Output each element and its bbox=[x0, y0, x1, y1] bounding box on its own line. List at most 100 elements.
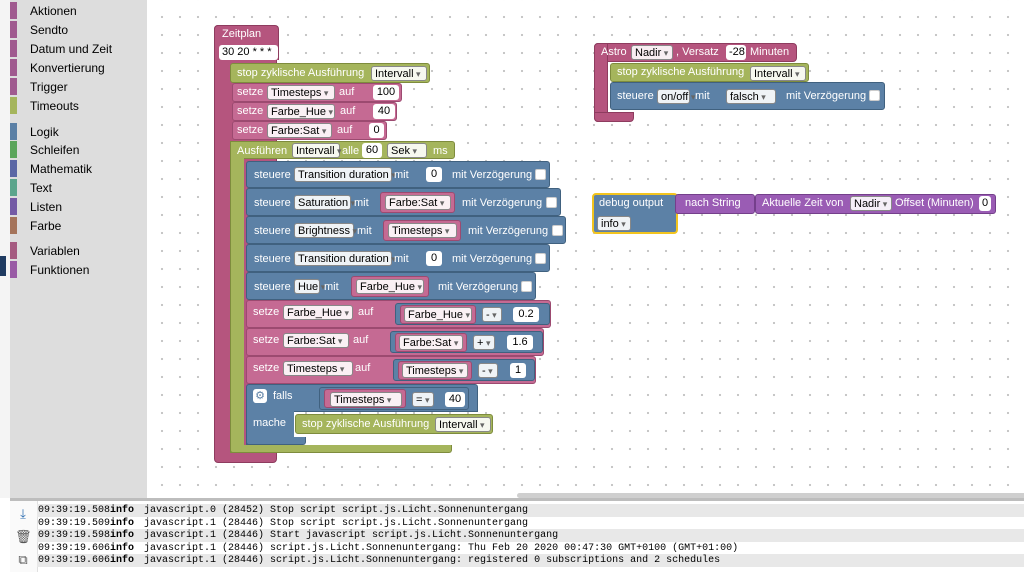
number-field[interactable]: 1 bbox=[510, 363, 526, 378]
number-field[interactable]: 40 bbox=[373, 104, 395, 119]
toolbox-category[interactable]: Aktionen bbox=[10, 2, 147, 20]
compare-dropdown[interactable]: = ▾ bbox=[412, 392, 434, 407]
to-keyword: auf bbox=[353, 334, 369, 346]
offset-field[interactable]: -28 bbox=[726, 45, 746, 60]
toolbox-category[interactable]: Variablen bbox=[10, 242, 147, 260]
number-field[interactable]: 0.2 bbox=[513, 307, 539, 322]
with-keyword: mit bbox=[354, 197, 369, 209]
delay-checkbox[interactable] bbox=[535, 253, 546, 264]
interval-name-dropdown[interactable]: Intervall ▾ bbox=[292, 143, 342, 158]
control-target[interactable]: Brightness ▾ bbox=[294, 223, 357, 238]
var-dropdown[interactable]: Timesteps ▾ bbox=[388, 223, 457, 238]
delay-checkbox[interactable] bbox=[552, 225, 563, 236]
var-dropdown[interactable]: Timesteps ▾ bbox=[402, 363, 468, 378]
category-label: Schleifen bbox=[30, 143, 80, 157]
schedule-title: Zeitplan bbox=[222, 28, 262, 40]
interval-value[interactable]: 60 bbox=[362, 143, 382, 158]
category-label: Text bbox=[30, 181, 53, 195]
number-field[interactable]: 1.6 bbox=[507, 335, 533, 350]
set-keyword: setze bbox=[253, 306, 280, 318]
log-level-dropdown[interactable]: info ▾ bbox=[597, 216, 631, 231]
var-dropdown[interactable]: Farbe:Sat ▾ bbox=[399, 335, 463, 350]
operator-dropdown[interactable]: - ▾ bbox=[478, 363, 498, 378]
toolbox-category[interactable]: Listen bbox=[10, 198, 147, 216]
category-color-swatch bbox=[10, 78, 17, 95]
toolbox-category[interactable]: Farbe bbox=[10, 217, 147, 235]
control-target[interactable]: Transition duration ▾ bbox=[294, 251, 396, 266]
dropdown-arrow-icon: ▾ bbox=[451, 338, 459, 348]
toolbox-category[interactable]: Mathematik bbox=[10, 160, 147, 178]
toolbox-category[interactable]: Schleifen bbox=[10, 141, 147, 159]
offset-field[interactable]: 0 bbox=[979, 196, 991, 211]
var-dropdown[interactable]: Farbe:Sat ▾ bbox=[283, 333, 349, 348]
time-label: Aktuelle Zeit von bbox=[762, 197, 844, 209]
category-label: Timeouts bbox=[30, 99, 79, 113]
log-severity: info bbox=[110, 542, 135, 554]
dropdown-arrow-icon: ▾ bbox=[318, 282, 326, 292]
astro-label: Astro bbox=[601, 46, 627, 58]
stop-interval-dropdown[interactable]: Intervall ▾ bbox=[435, 417, 491, 432]
toolbox-category[interactable]: Trigger bbox=[10, 78, 147, 96]
control-keyword: steuere bbox=[617, 90, 654, 102]
var-dropdown[interactable]: Farbe:Sat ▾ bbox=[267, 123, 332, 138]
delay-checkbox[interactable] bbox=[521, 281, 532, 292]
operator-dropdown[interactable]: - ▾ bbox=[482, 307, 502, 322]
download-icon[interactable]: ⤓ bbox=[20, 506, 26, 521]
cron-field[interactable]: 30 20 * * * bbox=[219, 45, 278, 60]
var-dropdown[interactable]: Farbe_Hue ▾ bbox=[283, 305, 353, 320]
time-event-dropdown[interactable]: Nadir ▾ bbox=[850, 196, 892, 211]
delay-checkbox[interactable] bbox=[546, 197, 557, 208]
var-dropdown[interactable]: Timesteps ▾ bbox=[330, 392, 402, 407]
operator-dropdown[interactable]: + ▾ bbox=[473, 335, 495, 350]
toolbox-category[interactable]: Sendto bbox=[10, 21, 147, 39]
toolbox-category[interactable]: Funktionen bbox=[10, 261, 147, 279]
toolbox-category[interactable]: Timeouts bbox=[10, 97, 147, 115]
stop-interval-dropdown[interactable]: Intervall ▾ bbox=[371, 66, 427, 81]
toolbox-category[interactable]: Konvertierung bbox=[10, 59, 147, 77]
toolbox-category[interactable]: Logik bbox=[10, 123, 147, 141]
number-field[interactable]: 40 bbox=[445, 392, 465, 407]
control-keyword: steuere bbox=[254, 225, 291, 237]
var-dropdown[interactable]: Farbe_Hue ▾ bbox=[404, 307, 472, 322]
control-target[interactable]: Saturation ▾ bbox=[294, 195, 355, 210]
control-target[interactable]: on/off ▾ bbox=[657, 89, 695, 104]
var-dropdown[interactable]: Farbe_Hue ▾ bbox=[267, 104, 335, 119]
with-keyword: mit bbox=[695, 90, 710, 102]
category-label: Listen bbox=[30, 200, 63, 214]
control-value[interactable]: 0 bbox=[426, 167, 442, 182]
blockly-workspace[interactable]: Zeitplan 30 20 * * * stop zyklische Ausf… bbox=[147, 0, 1024, 498]
category-color-swatch bbox=[10, 198, 17, 215]
var-dropdown[interactable]: Farbe_Hue ▾ bbox=[356, 279, 424, 294]
every-label: alle bbox=[342, 145, 360, 157]
interval-unit-dropdown[interactable]: Sek ▾ bbox=[387, 143, 427, 158]
boolean-dropdown[interactable]: falsch ▾ bbox=[726, 89, 776, 104]
to-string-block[interactable] bbox=[675, 194, 755, 214]
var-dropdown[interactable]: Timesteps ▾ bbox=[283, 361, 353, 376]
stop-interval-dropdown[interactable]: Intervall ▾ bbox=[750, 66, 806, 81]
horizontal-scrollbar[interactable] bbox=[517, 493, 1024, 498]
log-timestamp: 09:39:19.606 bbox=[38, 542, 111, 554]
control-target[interactable]: Hue ▾ bbox=[294, 279, 325, 294]
log-timestamp: 09:39:19.508 bbox=[38, 505, 111, 516]
number-field[interactable]: 100 bbox=[373, 85, 399, 100]
var-dropdown[interactable]: Timesteps ▾ bbox=[267, 85, 335, 100]
var-dropdown[interactable]: Farbe:Sat ▾ bbox=[385, 195, 451, 210]
dropdown-arrow-icon: ▾ bbox=[463, 310, 471, 320]
astro-event-dropdown[interactable]: Nadir ▾ bbox=[631, 45, 673, 60]
toolbox-category[interactable]: Datum und Zeit bbox=[10, 40, 147, 58]
gear-icon[interactable]: ⚙ bbox=[253, 389, 267, 403]
astro-block-footer bbox=[594, 112, 634, 122]
delay-checkbox[interactable] bbox=[869, 90, 880, 101]
unit-label: Minuten bbox=[750, 46, 790, 58]
delay-checkbox[interactable] bbox=[535, 169, 546, 180]
toolbox-category[interactable]: Text bbox=[10, 179, 147, 197]
with-keyword: mit bbox=[394, 253, 409, 265]
copy-icon[interactable]: ⧉ bbox=[18, 552, 28, 567]
delay-label: mit Verzögerung bbox=[786, 90, 867, 102]
control-value[interactable]: 0 bbox=[426, 251, 442, 266]
control-target[interactable]: Transition duration ▾ bbox=[294, 167, 396, 182]
trash-icon[interactable]: 🗑 bbox=[15, 529, 32, 544]
number-field[interactable]: 0 bbox=[369, 123, 384, 138]
